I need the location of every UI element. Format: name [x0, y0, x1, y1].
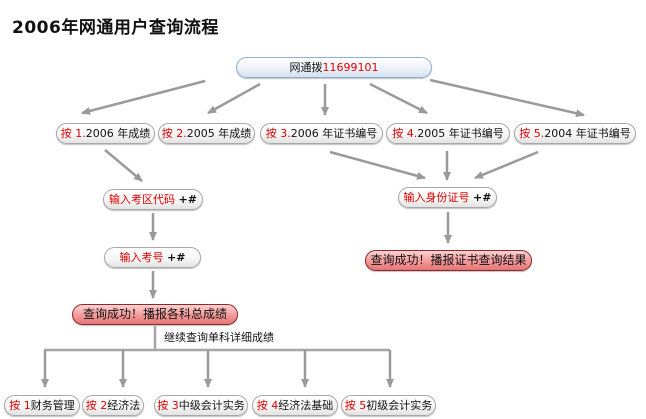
arrow-opt3-to-id — [329, 150, 426, 180]
subject-3: 按 3中级会计实务 — [154, 395, 248, 416]
option-text: 2005 年证书编号 — [417, 127, 504, 140]
subject-key: 按 1 — [9, 399, 31, 412]
option-text: 2005 年成绩 — [186, 127, 252, 140]
option-text: 2004 年证书编号 — [544, 127, 631, 140]
subject-text: 经济法基础 — [278, 399, 334, 412]
start-text: 网通拨 — [289, 61, 323, 74]
subject-4: 按 4经济法基础 — [252, 395, 338, 416]
option-text: 2006 年成绩 — [85, 127, 151, 140]
score-result-node: 查询成功！播报各科总成绩 — [72, 304, 238, 325]
option-key: 按 4. — [392, 127, 418, 140]
input-area-suffix: +# — [178, 193, 197, 206]
cert-result-text: 查询成功！播报证书查询结果 — [370, 253, 527, 267]
subject-text: 初级会计实务 — [366, 399, 433, 412]
option-key: 按 3. — [265, 127, 291, 140]
option-5: 按 5.2004 年证书编号 — [514, 123, 636, 144]
option-key: 按 1. — [60, 127, 86, 140]
option-3: 按 3.2006 年证书编号 — [260, 123, 383, 144]
option-4: 按 4.2005 年证书编号 — [386, 123, 510, 144]
arrow-start-to-opt4 — [369, 82, 428, 115]
subject-2: 按 2经济法 — [82, 395, 144, 416]
score-result-text: 查询成功！播报各科总成绩 — [82, 307, 227, 321]
subject-key: 按 2 — [85, 399, 108, 412]
subject-5: 按 5初级会计实务 — [341, 395, 436, 416]
input-area-text: 输入考区代码 — [109, 193, 176, 206]
arrow-start-to-opt1 — [81, 79, 206, 115]
subject-key: 按 3 — [157, 399, 179, 412]
arrow-opt1-to-area — [104, 149, 143, 182]
input-id-node: 输入身份证号 +# — [398, 187, 497, 208]
input-exam-suffix: +# — [167, 251, 186, 264]
page-title: 2006年网通用户查询流程 — [12, 18, 219, 38]
cert-result-node: 查询成功！播报证书查询结果 — [365, 250, 532, 271]
input-id-text: 输入身份证号 — [403, 191, 470, 204]
subject-text: 财务管理 — [30, 399, 75, 412]
option-key: 按 2. — [161, 127, 187, 140]
start-node: 网通拨11699101 — [236, 57, 432, 78]
arrow-start-to-opt5 — [429, 78, 585, 118]
input-area-code-node: 输入考区代码 +# — [103, 189, 203, 210]
input-id-suffix: +# — [473, 191, 492, 204]
option-text: 2006 年证书编号 — [290, 127, 378, 140]
subject-1: 按 1财务管理 — [4, 395, 80, 416]
continue-label: 继续查询单科详细成绩 — [164, 331, 274, 344]
option-2: 按 2.2005 年成绩 — [158, 123, 255, 144]
arrow-start-to-opt2 — [207, 82, 261, 115]
subject-text: 经济法 — [107, 399, 141, 412]
option-1: 按 1.2006 年成绩 — [56, 123, 155, 144]
subject-key: 按 5 — [344, 399, 367, 412]
input-exam-text: 输入考号 — [119, 251, 164, 264]
subject-key: 按 4 — [256, 399, 279, 412]
input-exam-number-node: 输入考号 +# — [104, 247, 201, 268]
start-number: 11699101 — [322, 61, 379, 74]
subject-text: 中级会计实务 — [178, 399, 245, 412]
option-key: 按 5. — [519, 127, 545, 140]
arrow-opt5-to-id — [474, 150, 539, 180]
